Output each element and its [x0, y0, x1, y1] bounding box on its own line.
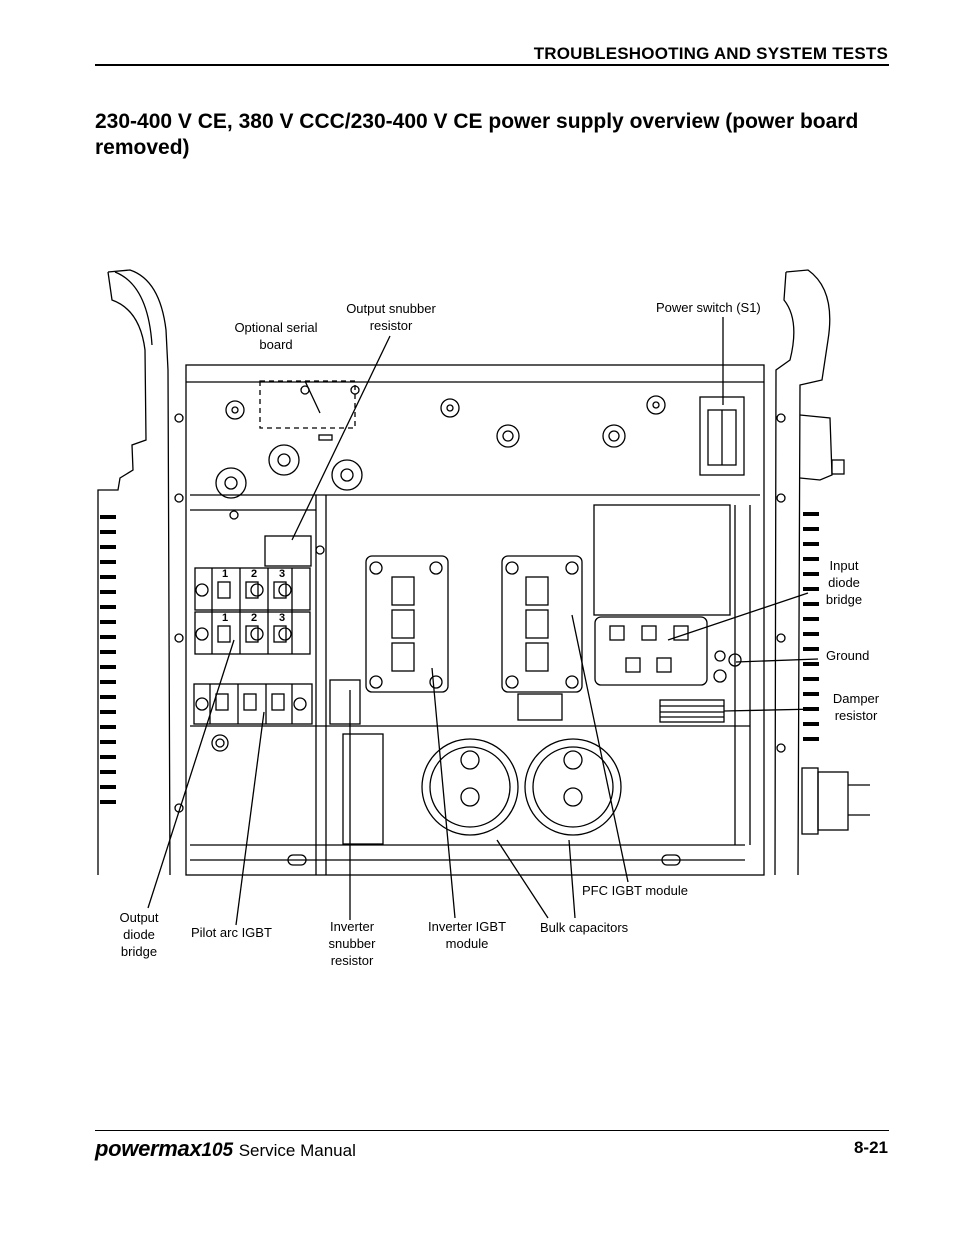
brand-suffix: Service Manual — [238, 1141, 356, 1160]
callout-output-diode-bridge: Output diode bridge — [119, 910, 159, 959]
page-number: 8-21 — [853, 1138, 888, 1157]
header-rule — [95, 64, 889, 66]
terminal-number: 2 — [251, 568, 258, 580]
callout-inverter-igbt-module: Inverter IGBT module — [427, 919, 507, 951]
footer-brand: powermax105 Service Manual — [95, 1136, 356, 1162]
footer-rule — [95, 1130, 889, 1131]
terminal-number: 2 — [251, 612, 258, 624]
page-heading: 230-400 V CE, 380 V CCC/230-400 V CE pow… — [95, 110, 859, 159]
callout-damper-resistor: Damper resistor — [832, 691, 880, 723]
section-header-title: TROUBLESHOOTING AND SYSTEM TESTS — [533, 44, 888, 63]
terminal-number: 3 — [279, 612, 286, 624]
callout-optional-serial-board: Optional serial board — [234, 320, 318, 352]
callout-power-switch: Power switch (S1) — [656, 300, 761, 315]
callout-pilot-arc-igbt: Pilot arc IGBT — [191, 925, 272, 940]
callout-ground: Ground — [826, 648, 870, 663]
brand-logo: powermax — [95, 1136, 202, 1161]
callout-pfc-igbt-module: PFC IGBT module — [582, 883, 688, 898]
callout-bulk-capacitors: Bulk capacitors — [540, 920, 629, 935]
callout-inverter-snubber-resistor: Inverter snubber resistor — [328, 919, 376, 968]
terminal-number: 1 — [222, 568, 229, 580]
callout-input-diode-bridge: Input diode bridge — [825, 558, 863, 607]
callout-output-snubber-resistor: Output snubber resistor — [346, 301, 436, 333]
brand-model: 105 — [201, 1140, 234, 1161]
terminal-number: 3 — [279, 568, 286, 580]
terminal-number: 1 — [222, 612, 229, 624]
